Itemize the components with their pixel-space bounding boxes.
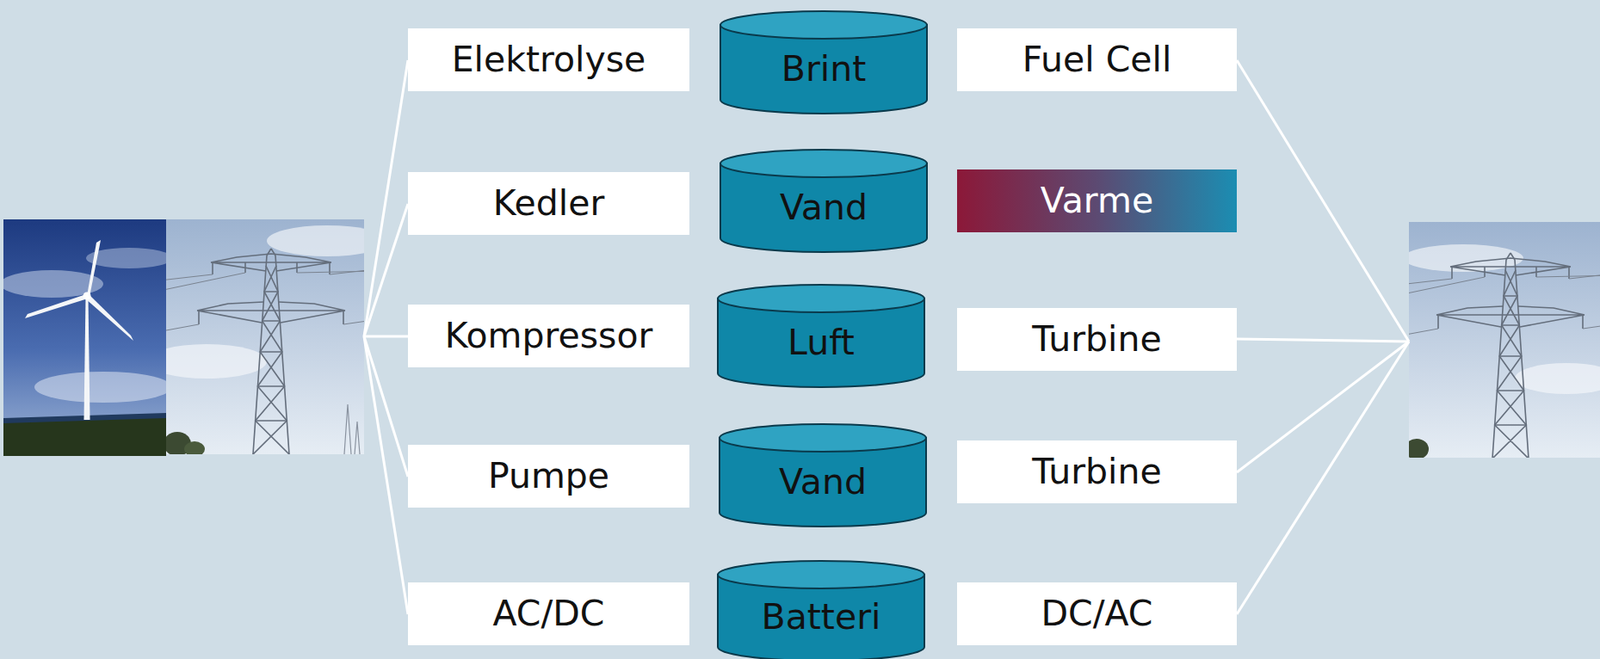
cylinder-top	[719, 424, 927, 452]
process-box: Kedler	[407, 172, 690, 235]
storage-cylinder: Brint	[719, 10, 928, 115]
node-label: DC/AC	[1041, 593, 1154, 635]
return-line	[1236, 60, 1409, 342]
node-label: Batteri	[761, 597, 882, 638]
distant-pylon	[344, 404, 360, 455]
supply-lines	[364, 60, 1409, 615]
output-box: DC/AC	[957, 582, 1237, 646]
wind-turbine-photo	[3, 219, 167, 457]
output-box: Varme	[957, 169, 1237, 233]
cylinder-top	[717, 561, 925, 589]
output-box: Fuel Cell	[957, 28, 1237, 92]
pylon-photo	[1408, 222, 1600, 458]
node-label: Turbine	[1031, 319, 1162, 360]
return-line	[1236, 341, 1409, 615]
cloud	[166, 344, 267, 379]
cloud	[34, 371, 167, 403]
node-label: Varme	[1040, 180, 1154, 222]
output-box: Turbine	[957, 308, 1237, 371]
output-box: Turbine	[957, 440, 1237, 504]
cylinder-top	[720, 11, 927, 39]
return-line	[1236, 341, 1409, 473]
supply-line	[364, 336, 408, 477]
node-label: Elektrolyse	[451, 39, 647, 81]
node-label: Kompressor	[444, 315, 654, 357]
node-label: Kedler	[493, 183, 606, 224]
cylinder-top	[717, 284, 925, 313]
return-line	[1236, 339, 1409, 342]
turbine-blade	[24, 294, 88, 319]
pylon-photo	[166, 219, 365, 455]
storage-cylinder: Vand	[719, 148, 928, 254]
supply-line	[364, 60, 408, 337]
node-label: AC/DC	[493, 593, 606, 635]
turbine-blade	[85, 294, 134, 341]
process-box: Elektrolyse	[407, 28, 690, 92]
node-label: Fuel Cell	[1022, 39, 1173, 81]
supply-line	[364, 203, 408, 337]
turbine-tower	[84, 297, 91, 421]
storage-cylinder: Vand	[718, 423, 927, 528]
node-label: Vand	[779, 187, 868, 229]
supply-line	[364, 335, 408, 339]
node-label: Vand	[778, 462, 867, 503]
tree	[1408, 438, 1429, 458]
supply-line	[364, 336, 408, 615]
cloud	[266, 225, 365, 257]
node-label: Turbine	[1031, 451, 1162, 493]
turbine-blade	[86, 240, 101, 297]
process-box: AC/DC	[407, 582, 690, 646]
pylon	[1408, 244, 1600, 458]
node-label: Luft	[787, 322, 855, 364]
storage-cylinder: Luft	[716, 284, 926, 389]
cloud	[1514, 363, 1600, 395]
cylinder-top	[720, 149, 927, 178]
process-box: Pumpe	[407, 444, 690, 508]
turbine-hub	[83, 292, 92, 301]
pylon	[166, 240, 365, 455]
process-box: Kompressor	[407, 304, 690, 368]
node-label: Pumpe	[488, 456, 610, 497]
node-label: Brint	[781, 49, 866, 90]
tree	[184, 441, 205, 455]
storage-cylinder: Batteri	[716, 560, 926, 659]
